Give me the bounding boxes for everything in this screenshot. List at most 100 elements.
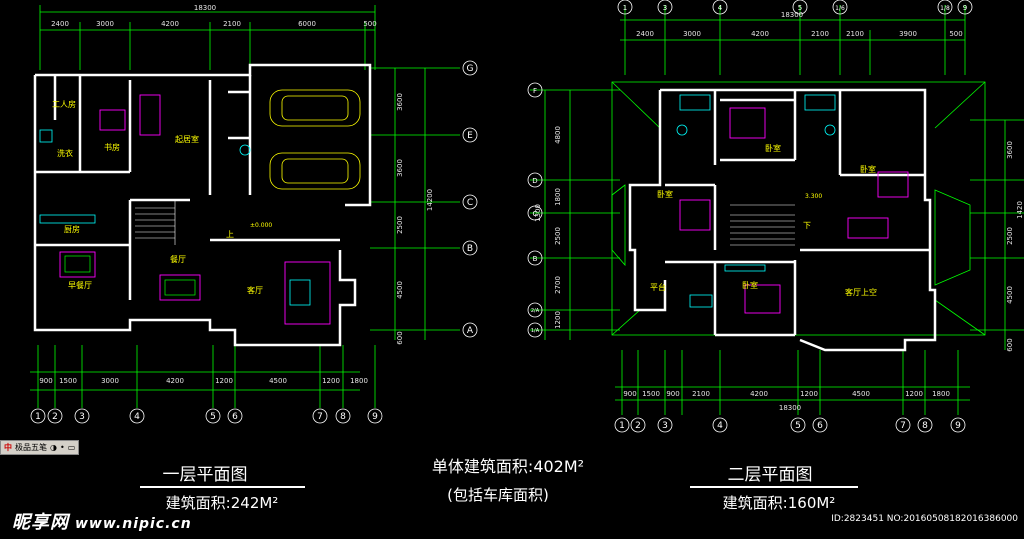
- ime-toolbar[interactable]: 中 极品五笔 ◑ • ▭: [0, 440, 80, 455]
- floor2-area: 建筑面积:160M²: [723, 494, 836, 512]
- keyboard-icon[interactable]: ▭: [67, 443, 76, 452]
- plan1-axis-letter: G: [467, 64, 474, 74]
- plan1-top-total: 18300: [194, 4, 216, 12]
- plan1-bottom-dim: 1500: [59, 377, 77, 385]
- total-note: (包括车库面积): [447, 486, 549, 504]
- room-label-living-small: 起居室: [175, 134, 199, 144]
- plan1-axis-number: 2: [52, 412, 58, 422]
- plan2-right-dim: 3600: [1006, 141, 1014, 159]
- plan2-left-dim: 1200: [554, 311, 562, 329]
- plan1-bottom-dim: 1800: [350, 377, 368, 385]
- plan2-right-dim: 1420: [1016, 201, 1024, 219]
- watermark-brand: 昵享网: [12, 512, 69, 533]
- plan1-axis-number: 1: [35, 412, 41, 422]
- plan1-axis-number: 4: [134, 412, 140, 422]
- plan2-axis-number: 7: [900, 421, 906, 431]
- room-label-bedroom: 卧室: [657, 189, 673, 199]
- plan2-top-axis: 9: [963, 4, 967, 12]
- plan2-bottom-dim: 900: [666, 390, 679, 398]
- plan1-bottom-dim: 1200: [215, 377, 233, 385]
- plan2-left-dim: 1300: [534, 204, 542, 222]
- plan2-axis-number: 9: [955, 421, 961, 431]
- plan2-left-letter: F: [533, 87, 537, 95]
- plan2-left-letter: C: [533, 210, 538, 218]
- plan2-axis-number: 4: [717, 421, 723, 431]
- stair-up-label: 上: [226, 230, 234, 239]
- plan1-axis-letter: A: [467, 326, 474, 336]
- plan1-axis-number: 8: [340, 412, 346, 422]
- floor1-plan: [30, 5, 478, 424]
- plan2-axis-number: 6: [817, 421, 823, 431]
- plan2-bottom-dim: 1200: [905, 390, 923, 398]
- plan1-top-dim: 2400: [51, 20, 69, 28]
- floor2-plan: [527, 0, 1024, 433]
- stair-down-label: 下: [803, 221, 811, 230]
- plan2-left-letter: 2/A: [531, 308, 540, 314]
- watermark: 昵享网 www.nipic.cn: [12, 508, 192, 534]
- plan2-top-total: 18300: [781, 11, 803, 19]
- plan1-right-dim: 14200: [426, 189, 434, 211]
- room-label-worker: 工人房: [52, 99, 76, 109]
- plan1-right-dim: 2500: [396, 216, 404, 234]
- room-label-bedroom: 卧室: [765, 143, 781, 153]
- plan2-axis-number: 3: [662, 421, 668, 431]
- plan2-bottom-total: 18300: [779, 404, 801, 412]
- floor1-area: 建筑面积:242M²: [166, 494, 279, 512]
- plan2-right-dim: 4500: [1006, 286, 1014, 304]
- elevation-label: 3.300: [805, 193, 822, 200]
- plan2-bottom-dim: 1500: [642, 390, 660, 398]
- plan1-top-dim: 500: [363, 20, 376, 28]
- plan2-top-dim: 3000: [683, 30, 701, 38]
- plan2-axis-number: 5: [795, 421, 801, 431]
- ime-label: 极品五笔: [15, 443, 47, 452]
- room-label-bedroom: 卧室: [742, 280, 758, 290]
- plan1-axis-letter: B: [467, 244, 473, 254]
- plan1-axis-number: 5: [210, 412, 216, 422]
- plan2-right-dim: 600: [1006, 338, 1014, 351]
- plan1-bottom-dim: 4500: [269, 377, 287, 385]
- plan2-top-axis: 1: [623, 4, 627, 12]
- room-label-living: 客厅: [247, 285, 263, 295]
- plan2-top-dim: 2100: [811, 30, 829, 38]
- plan2-top-dim: 500: [949, 30, 962, 38]
- room-label-dining: 餐厅: [170, 255, 186, 264]
- plan2-top-axis: 1/6: [835, 5, 845, 12]
- plan2-axis-number: 1: [619, 421, 625, 431]
- plan2-top-axis: 4: [718, 4, 723, 12]
- room-label-laundry: 洗衣: [57, 148, 73, 158]
- plan1-axis-number: 6: [232, 412, 238, 422]
- punctuation-icon[interactable]: •: [59, 443, 65, 452]
- plan1-bottom-dim: 4200: [166, 377, 184, 385]
- plan2-left-dim: 2700: [554, 276, 562, 294]
- plan2-right-dim: 2500: [1006, 227, 1014, 245]
- plan2-axis-number: 2: [635, 421, 641, 431]
- elevation-label: ±0.000: [250, 222, 272, 229]
- plan1-top-dim: 3000: [96, 20, 114, 28]
- room-label-bedroom: 卧室: [860, 164, 876, 174]
- plan2-left-letter: 1/A: [531, 328, 540, 334]
- plan2-bottom-dim: 900: [623, 390, 636, 398]
- plan2-left-letter: D: [532, 177, 537, 185]
- room-label-breakfast: 早餐厅: [68, 281, 92, 290]
- plan2-top-dim: 4200: [751, 30, 769, 38]
- ime-logo-icon: 中: [4, 443, 12, 452]
- plan1-axis-number: 9: [372, 412, 378, 422]
- plan2-bottom-dim: 1200: [800, 390, 818, 398]
- plan1-top-dim: 4200: [161, 20, 179, 28]
- moon-icon[interactable]: ◑: [50, 443, 57, 452]
- plan1-top-dim: 6000: [298, 20, 316, 28]
- plan1-right-dim: 4500: [396, 281, 404, 299]
- plan2-top-dim: 2100: [846, 30, 864, 38]
- plan2-top-dim: 3900: [899, 30, 917, 38]
- plan1-right-dim: 600: [396, 331, 404, 344]
- floor2-title: 二层平面图: [728, 465, 813, 485]
- floor1-title: 一层平面图: [163, 465, 248, 485]
- watermark-url: www.nipic.cn: [75, 516, 192, 532]
- plan2-axis-number: 8: [922, 421, 928, 431]
- plan1-right-dim: 3600: [396, 159, 404, 177]
- plan1-top-dim: 2100: [223, 20, 241, 28]
- room-label-study: 书房: [104, 142, 120, 152]
- plan2-top-axis: 3: [663, 4, 667, 12]
- plan1-right-dim: 3600: [396, 93, 404, 111]
- plan1-bottom-dim: 1200: [322, 377, 340, 385]
